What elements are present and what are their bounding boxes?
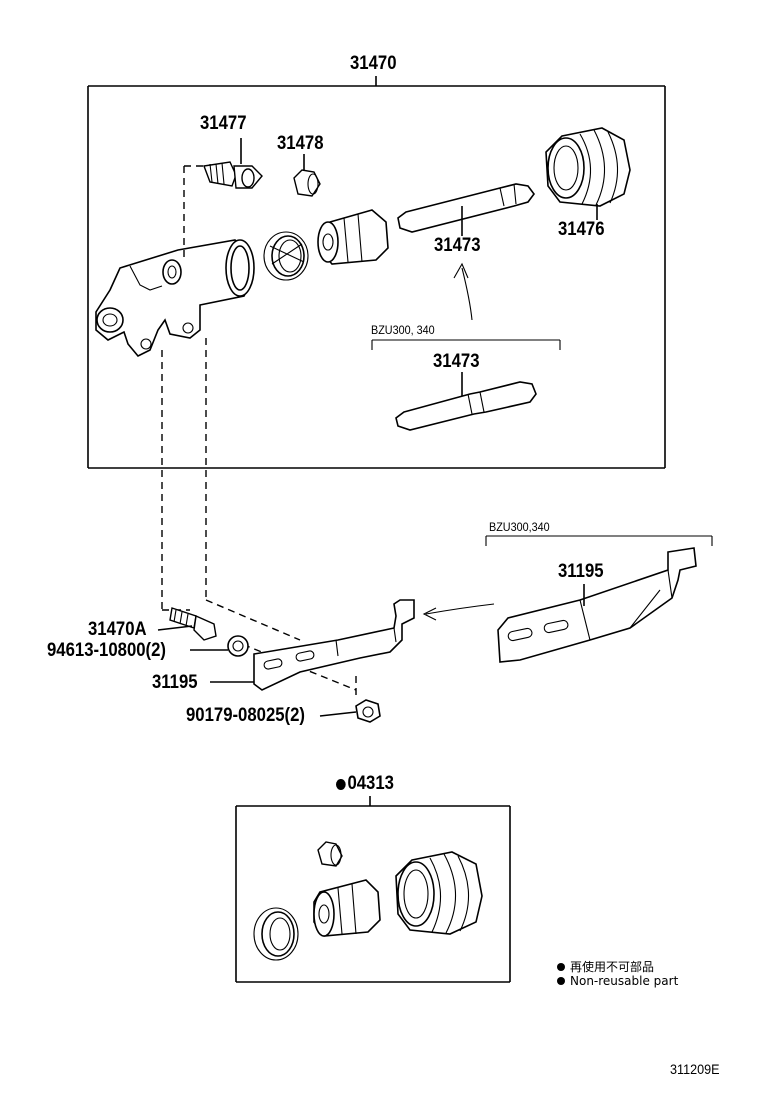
- variant-bracket-push-rod: [371, 339, 561, 350]
- boot: [545, 127, 631, 220]
- legend-dot-icon: [557, 962, 565, 971]
- kit-frame: [235, 796, 511, 983]
- kit-boot: [395, 851, 483, 935]
- label-push-rod: 31473: [434, 235, 481, 256]
- label-bracket-alt: 31195: [558, 561, 604, 582]
- bracket-arrow: [422, 603, 495, 621]
- legend-row-jp: 再使用不可部品: [557, 958, 654, 975]
- kit-spring: [253, 907, 299, 961]
- spring: [263, 231, 309, 281]
- nut: [319, 699, 381, 723]
- legend-text-en: Non-reusable part: [570, 974, 679, 988]
- piston: [317, 209, 389, 265]
- label-bleeder: 31477: [200, 113, 247, 134]
- label-assembly: 31470: [350, 53, 397, 74]
- bracket-alt: [497, 547, 697, 663]
- washer: [190, 635, 249, 657]
- label-bolt: 31470A: [88, 619, 147, 640]
- label-bracket: 31195: [152, 672, 198, 693]
- label-variant-bracket: BZU300,340: [489, 520, 550, 534]
- push-rod: [397, 183, 535, 236]
- label-cap: 31478: [277, 133, 324, 154]
- bracket: [210, 599, 415, 691]
- bleeder-cap: [293, 154, 321, 197]
- label-washer: 94613-10800(2): [47, 640, 166, 661]
- legend-text-jp: 再使用不可部品: [570, 960, 655, 974]
- kit-cap: [317, 841, 343, 867]
- kit-piston: [313, 879, 381, 937]
- variant-arrow: [453, 262, 473, 321]
- release-cylinder-body: [95, 239, 255, 357]
- bolt: [157, 607, 217, 641]
- assembly-frame: [87, 76, 666, 469]
- label-boot: 31476: [558, 219, 605, 240]
- label-nut: 90179-08025(2): [186, 705, 305, 726]
- bleeder-plug: [203, 138, 263, 189]
- label-kit: 04313: [336, 774, 394, 794]
- label-variant-push-rod: BZU300, 340: [371, 323, 435, 337]
- push-rod-alt: [395, 372, 537, 431]
- figure-id: 311209E: [670, 1061, 720, 1077]
- label-kit-number: 04313: [347, 773, 394, 794]
- label-push-rod-alt: 31473: [433, 351, 480, 372]
- variant-bracket-bracket: [485, 535, 713, 546]
- legend-row-en: Non-reusable part: [557, 974, 678, 988]
- legend-dot-icon: [557, 977, 565, 985]
- dash-line-diag: [205, 599, 301, 641]
- non-reusable-marker-icon: [336, 778, 346, 790]
